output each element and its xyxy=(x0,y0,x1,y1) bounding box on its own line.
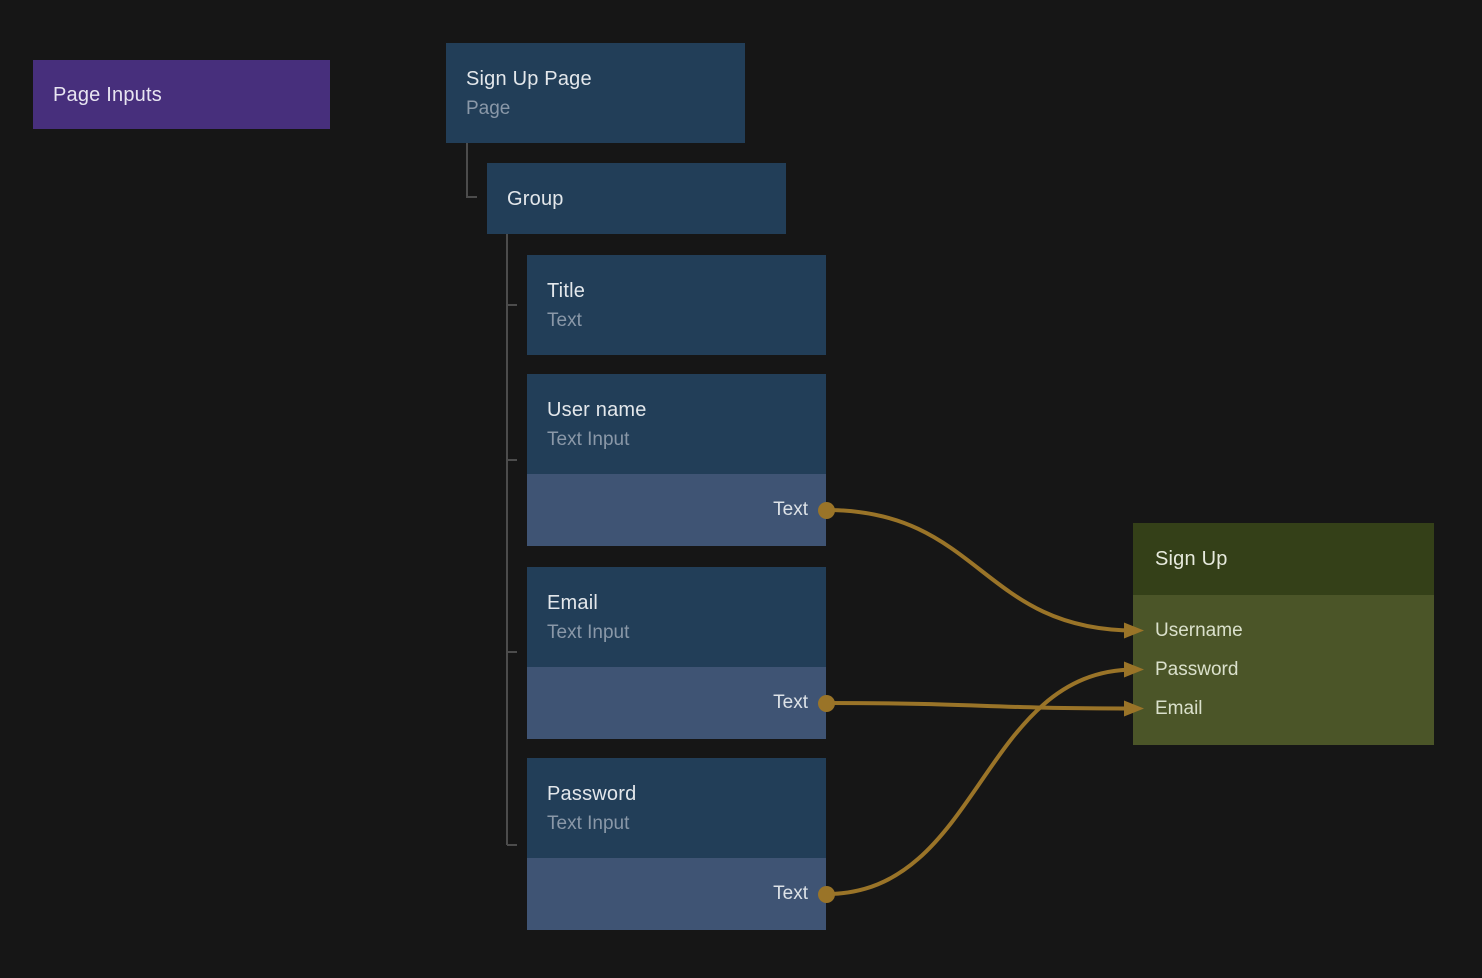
tree-connector-group-to-children xyxy=(506,234,517,846)
node-user-name[interactable]: User name Text Input Text xyxy=(527,374,835,546)
title-node-header: Title Text xyxy=(527,255,826,355)
node-title: Sign Up Page xyxy=(466,67,592,90)
email-output-row: Text xyxy=(527,667,835,739)
output-label: Text xyxy=(773,499,808,520)
sign-up-inputs: Username Password Email xyxy=(1133,595,1434,745)
page-inputs-label: Page Inputs xyxy=(53,83,162,106)
password-output-row: Text xyxy=(527,858,835,930)
node-password[interactable]: Password Text Input Text xyxy=(527,758,835,930)
sign-up-page-header: Sign Up Page Page xyxy=(446,43,745,143)
node-group[interactable]: Group xyxy=(487,163,786,234)
node-subtitle: Text Input xyxy=(547,812,630,834)
group-header: Group xyxy=(487,163,786,234)
user-name-text-output-port[interactable] xyxy=(818,501,835,519)
wire-username-text-to-username xyxy=(826,508,1136,633)
node-subtitle: Text Input xyxy=(547,428,630,450)
input-label: Email xyxy=(1155,697,1203,719)
input-label: Username xyxy=(1155,619,1243,641)
node-subtitle: Text xyxy=(547,309,582,331)
user-name-output-row: Text xyxy=(527,474,835,546)
password-header: Password Text Input xyxy=(527,758,826,858)
node-page-inputs[interactable]: Page Inputs xyxy=(33,60,330,129)
signup-input-username[interactable]: Username xyxy=(1133,611,1434,650)
email-header: Email Text Input xyxy=(527,567,826,667)
node-subtitle: Page xyxy=(466,97,511,119)
node-title: Title xyxy=(547,279,586,302)
user-name-header: User name Text Input xyxy=(527,374,826,474)
output-label: Text xyxy=(773,883,808,904)
wire-password-text-to-password xyxy=(826,667,1136,896)
node-title: Email xyxy=(547,591,599,614)
signup-input-email[interactable]: Email xyxy=(1133,689,1434,728)
signup-input-password[interactable]: Password xyxy=(1133,650,1434,689)
email-text-output-port[interactable] xyxy=(818,694,835,712)
node-title-text[interactable]: Title Text xyxy=(527,255,826,355)
node-title: Password xyxy=(547,782,637,805)
node-subtitle: Text Input xyxy=(547,621,630,643)
input-label: Password xyxy=(1155,658,1239,680)
sign-up-header: Sign Up xyxy=(1133,523,1434,595)
node-title: Group xyxy=(507,187,564,210)
tree-connector-page-to-group xyxy=(466,143,477,198)
node-sign-up-page[interactable]: Sign Up Page Page xyxy=(446,43,745,143)
node-sign-up-action[interactable]: Sign Up Username Password Email xyxy=(1133,523,1434,745)
password-text-output-port[interactable] xyxy=(818,885,835,903)
wire-email-text-to-email xyxy=(826,701,1136,711)
node-title: Sign Up xyxy=(1155,548,1228,570)
node-title: User name xyxy=(547,398,647,421)
node-email[interactable]: Email Text Input Text xyxy=(527,567,835,739)
output-label: Text xyxy=(773,692,808,713)
connection-wires xyxy=(826,508,1144,896)
